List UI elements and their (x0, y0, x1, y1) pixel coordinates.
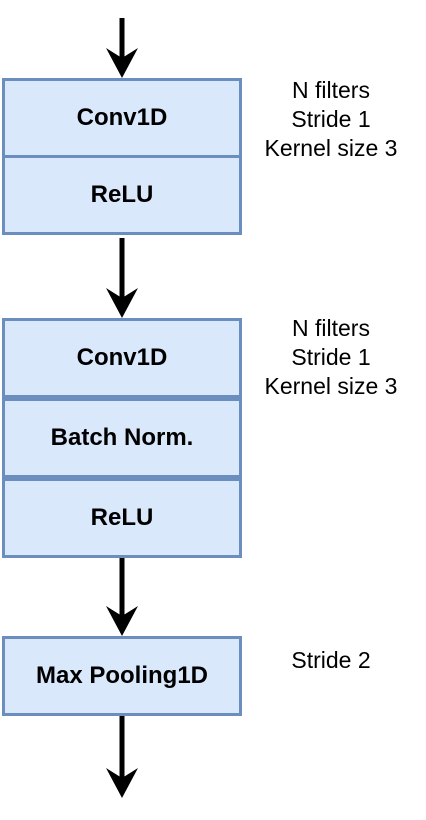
arrow-output (106, 716, 138, 798)
layer-relu-block1: ReLU (2, 155, 242, 235)
layer-maxpooling1d: Max Pooling1D (2, 636, 242, 716)
param-stride-pooling: Stride 2 (291, 647, 371, 673)
param-filters-block1: N filters (292, 77, 370, 103)
layer-batchnorm-block2: Batch Norm. (2, 398, 242, 478)
layer-relu-block2: ReLU (2, 478, 242, 558)
params-block2: N filters Stride 1 Kernel size 3 (236, 314, 426, 401)
params-pooling: Stride 2 (236, 646, 426, 675)
layer-conv1d-block1: Conv1D (2, 78, 242, 158)
param-filters-block2: N filters (292, 315, 370, 341)
arrow-input (106, 18, 138, 78)
param-kernel-block1: Kernel size 3 (264, 135, 398, 161)
arrow-block2-to-pooling (106, 558, 138, 636)
param-stride-block2: Stride 1 (291, 344, 371, 370)
param-kernel-block2: Kernel size 3 (264, 373, 398, 399)
param-stride-block1: Stride 1 (291, 106, 371, 132)
params-block1: N filters Stride 1 Kernel size 3 (236, 76, 426, 163)
layer-conv1d-block2: Conv1D (2, 318, 242, 398)
arrow-block1-to-block2 (106, 238, 138, 318)
